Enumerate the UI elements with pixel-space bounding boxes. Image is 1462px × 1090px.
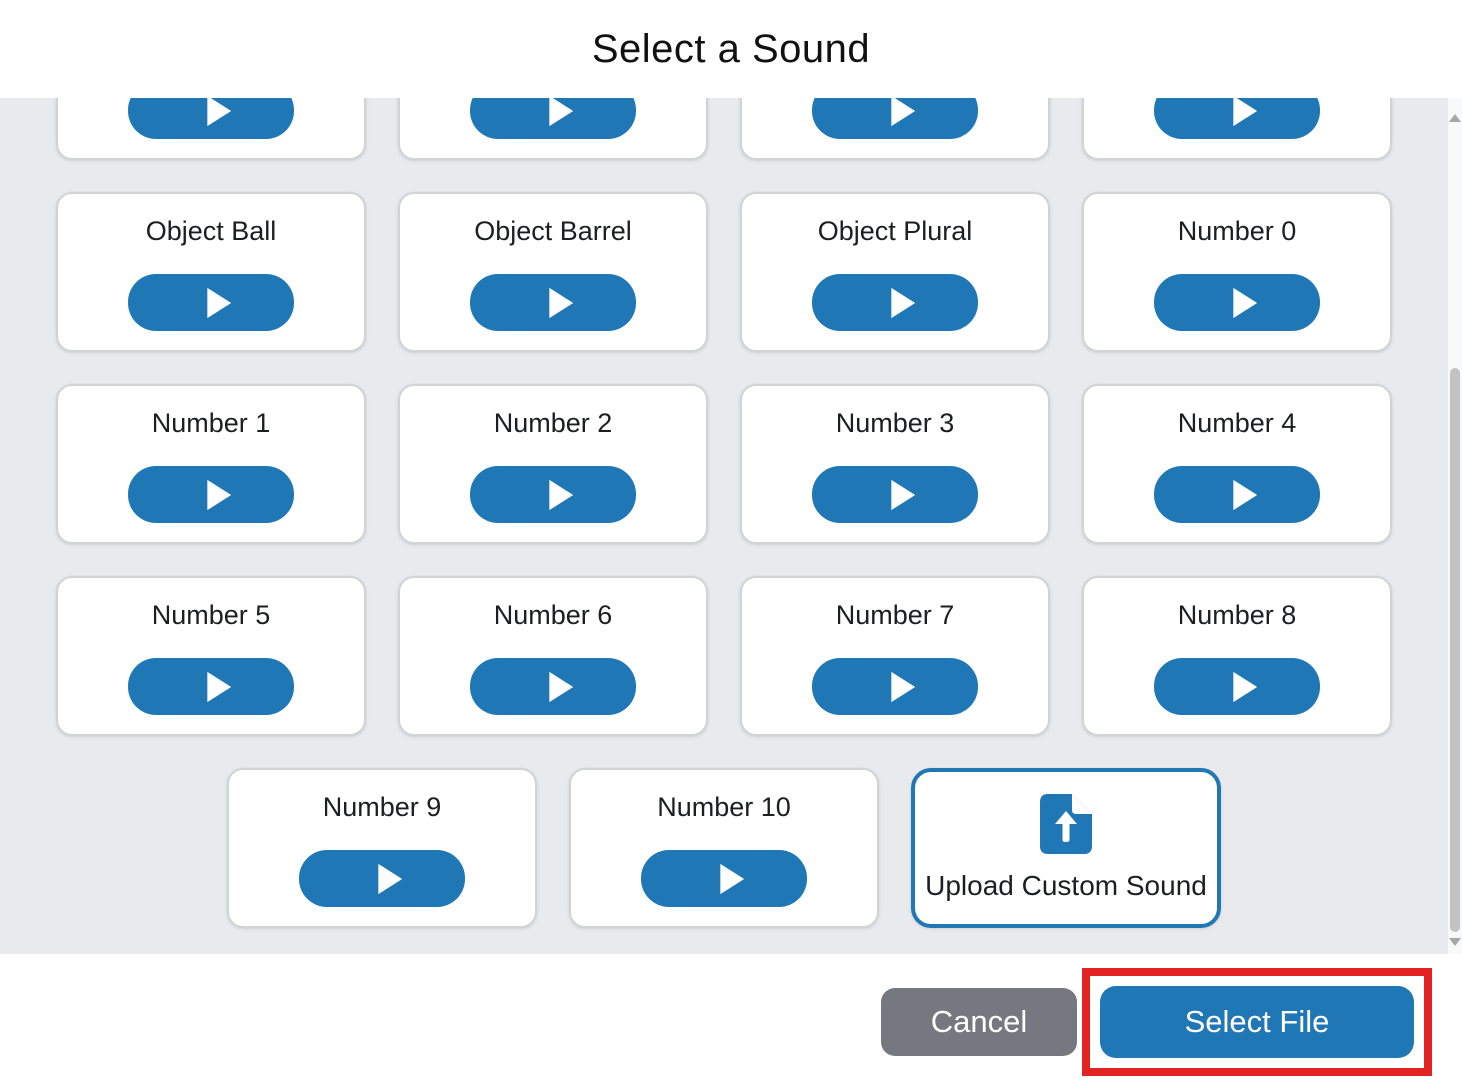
sound-card: Object Ball bbox=[56, 192, 366, 352]
sound-card: Number 1 bbox=[56, 384, 366, 544]
sound-card-title: Number 0 bbox=[1177, 216, 1297, 246]
scrollbar-thumb[interactable] bbox=[1450, 368, 1460, 932]
play-button[interactable] bbox=[470, 658, 636, 715]
sound-card-title: Number 6 bbox=[493, 600, 613, 630]
scrollbar-up-arrow-icon[interactable] bbox=[1449, 114, 1461, 122]
highlight-annotation-box: Select File bbox=[1082, 968, 1432, 1076]
sound-card bbox=[56, 98, 366, 160]
sound-card-title: Number 10 bbox=[657, 792, 791, 822]
sound-card-title: Number 2 bbox=[493, 408, 613, 438]
play-button[interactable] bbox=[128, 98, 294, 139]
sound-card-title: Object Barrel bbox=[474, 216, 632, 246]
sound-card: Number 2 bbox=[398, 384, 708, 544]
play-button[interactable] bbox=[128, 658, 294, 715]
select-file-button[interactable]: Select File bbox=[1100, 986, 1414, 1058]
dialog-title: Select a Sound bbox=[591, 26, 871, 71]
play-button[interactable] bbox=[470, 466, 636, 523]
play-icon bbox=[1233, 98, 1258, 126]
sound-card bbox=[740, 98, 1050, 160]
play-icon bbox=[378, 863, 403, 894]
sound-card-title: Number 9 bbox=[322, 792, 442, 822]
cancel-button[interactable]: Cancel bbox=[881, 988, 1077, 1056]
play-button[interactable] bbox=[1154, 98, 1320, 139]
upload-custom-sound-card[interactable]: Upload Custom Sound bbox=[911, 768, 1221, 928]
sound-list-scroll-area: Object Ball Object Barrel Object Plural … bbox=[0, 98, 1448, 954]
play-button[interactable] bbox=[128, 274, 294, 331]
play-icon bbox=[891, 479, 916, 510]
play-button[interactable] bbox=[470, 274, 636, 331]
sound-card: Number 10 bbox=[569, 768, 879, 928]
sound-card-title: Number 1 bbox=[151, 408, 271, 438]
sound-card-title: Number 3 bbox=[835, 408, 955, 438]
play-icon bbox=[549, 98, 574, 126]
play-button[interactable] bbox=[128, 466, 294, 523]
sound-card-title: Number 8 bbox=[1177, 600, 1297, 630]
play-icon bbox=[207, 287, 232, 318]
play-icon bbox=[207, 671, 232, 702]
dialog-header: Select a Sound bbox=[0, 0, 1462, 98]
sound-grid: Object Ball Object Barrel Object Plural … bbox=[56, 98, 1392, 928]
play-button[interactable] bbox=[1154, 274, 1320, 331]
sound-card: Number 3 bbox=[740, 384, 1050, 544]
scrollbar-down-arrow-icon[interactable] bbox=[1449, 938, 1461, 946]
play-icon bbox=[549, 671, 574, 702]
sound-card-title: Object Ball bbox=[145, 216, 277, 246]
sound-card: Number 8 bbox=[1082, 576, 1392, 736]
play-button[interactable] bbox=[812, 98, 978, 139]
play-icon bbox=[1233, 671, 1258, 702]
play-icon bbox=[207, 479, 232, 510]
sound-card: Number 9 bbox=[227, 768, 537, 928]
play-button[interactable] bbox=[812, 658, 978, 715]
sound-card-title: Number 4 bbox=[1177, 408, 1297, 438]
sound-card bbox=[1082, 98, 1392, 160]
file-upload-icon bbox=[1040, 794, 1092, 854]
play-button[interactable] bbox=[1154, 466, 1320, 523]
sound-grid-last-row: Number 9 Number 10 Upload Custom Sound bbox=[56, 768, 1392, 928]
dialog-body: Object Ball Object Barrel Object Plural … bbox=[0, 98, 1462, 954]
play-icon bbox=[549, 287, 574, 318]
play-icon bbox=[891, 98, 916, 126]
sound-card: Object Plural bbox=[740, 192, 1050, 352]
dialog-footer: Cancel Select File bbox=[0, 954, 1462, 1090]
play-icon bbox=[1233, 287, 1258, 318]
play-button[interactable] bbox=[812, 466, 978, 523]
sound-card: Number 7 bbox=[740, 576, 1050, 736]
play-button[interactable] bbox=[641, 850, 807, 907]
play-icon bbox=[891, 671, 916, 702]
play-button[interactable] bbox=[1154, 658, 1320, 715]
play-icon bbox=[207, 98, 232, 126]
play-icon bbox=[891, 287, 916, 318]
sound-card-title: Number 5 bbox=[151, 600, 271, 630]
sound-card-title: Number 7 bbox=[835, 600, 955, 630]
sound-card: Object Barrel bbox=[398, 192, 708, 352]
sound-card: Number 0 bbox=[1082, 192, 1392, 352]
play-icon bbox=[1233, 479, 1258, 510]
scrollbar[interactable] bbox=[1448, 98, 1462, 954]
play-button[interactable] bbox=[812, 274, 978, 331]
sound-card-title: Object Plural bbox=[817, 216, 973, 246]
sound-card: Number 4 bbox=[1082, 384, 1392, 544]
play-icon bbox=[549, 479, 574, 510]
play-button[interactable] bbox=[470, 98, 636, 139]
sound-card: Number 6 bbox=[398, 576, 708, 736]
sound-card bbox=[398, 98, 708, 160]
sound-card: Number 5 bbox=[56, 576, 366, 736]
play-button[interactable] bbox=[299, 850, 465, 907]
upload-card-label: Upload Custom Sound bbox=[925, 870, 1207, 901]
play-icon bbox=[720, 863, 745, 894]
